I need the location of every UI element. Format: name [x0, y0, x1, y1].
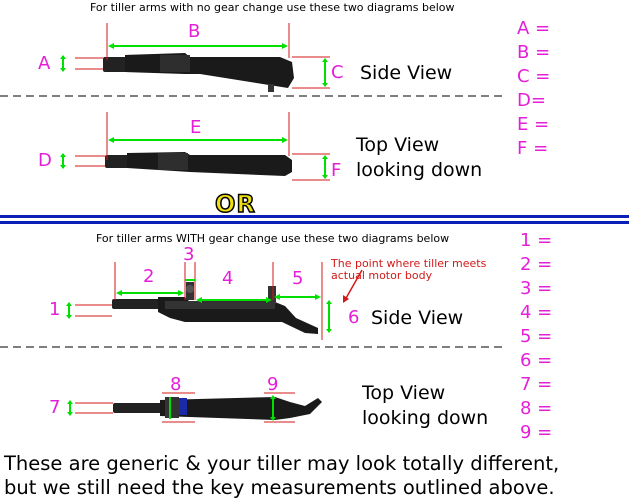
label-a: A — [38, 53, 51, 74]
label-d: D — [38, 150, 52, 171]
dimension-lines-top-1 — [60, 112, 330, 181]
tiller-side-view-1 — [103, 53, 294, 92]
label-2: 2 — [143, 266, 155, 287]
measure-f: F = — [517, 138, 549, 159]
measure-9: 9 = — [520, 422, 553, 443]
label-3: 3 — [183, 244, 195, 265]
label-8: 8 — [170, 374, 182, 395]
measure-8: 8 = — [520, 398, 553, 419]
letter-measurements-list: A = B = C = D= E = F = — [517, 17, 550, 161]
label-e: E — [190, 117, 202, 138]
label-b: B — [188, 21, 201, 42]
label-9: 9 — [267, 374, 279, 395]
motor-body-note-line2: actual motor body — [331, 269, 433, 282]
or-separator: OR — [214, 189, 256, 219]
measure-a: A = — [517, 18, 551, 39]
motor-body-note-line1: The point where tiller meets — [331, 257, 487, 270]
measure-4: 4 = — [520, 302, 553, 323]
dimension-lines-side-2 — [66, 262, 363, 340]
top-view-label-1: Top View — [356, 134, 440, 156]
side-view-label-1: Side View — [360, 62, 453, 84]
measure-7: 7 = — [520, 374, 553, 395]
label-5: 5 — [292, 268, 304, 289]
caption-with-gear-change: For tiller arms WITH gear change use the… — [96, 232, 450, 245]
side-view-label-2: Side View — [371, 307, 464, 329]
measure-5: 5 = — [520, 326, 553, 347]
caption-no-gear-change: For tiller arms with no gear change use … — [90, 1, 455, 14]
blue-divider — [0, 215, 629, 224]
label-4: 4 — [222, 268, 234, 289]
tiller-top-view-1 — [105, 152, 292, 176]
dimension-lines-side-1 — [60, 23, 330, 89]
footer-line-1: These are generic & your tiller may look… — [4, 452, 560, 475]
label-6: 6 — [348, 307, 360, 328]
measure-3: 3 = — [520, 278, 553, 299]
measure-d: D= — [517, 90, 546, 111]
measure-b: B = — [517, 42, 551, 63]
top-view-sub-label-1: looking down — [356, 159, 483, 181]
dimension-lines-top-2 — [67, 392, 295, 423]
measure-2: 2 = — [520, 254, 553, 275]
measure-e: E = — [517, 114, 550, 135]
footer-line-2: but we still need the key measurements o… — [4, 476, 555, 499]
measure-c: C = — [517, 66, 551, 87]
tiller-side-view-2 — [112, 282, 318, 334]
tiller-top-view-2 — [113, 397, 322, 420]
measure-1: 1 = — [520, 230, 553, 251]
label-1: 1 — [49, 299, 61, 320]
label-7: 7 — [49, 397, 61, 418]
number-measurements-list: 1 = 2 = 3 = 4 = 5 = 6 = 7 = 8 = 9 = — [520, 229, 552, 445]
measure-6: 6 = — [520, 350, 553, 371]
motor-body-note: The point where tiller meets actual moto… — [331, 258, 486, 282]
label-f: F — [331, 160, 342, 181]
top-view-label-2: Top View — [362, 382, 446, 404]
label-c: C — [331, 62, 344, 83]
footer-note: These are generic & your tiller may look… — [4, 452, 559, 500]
top-view-sub-label-2: looking down — [362, 407, 489, 429]
